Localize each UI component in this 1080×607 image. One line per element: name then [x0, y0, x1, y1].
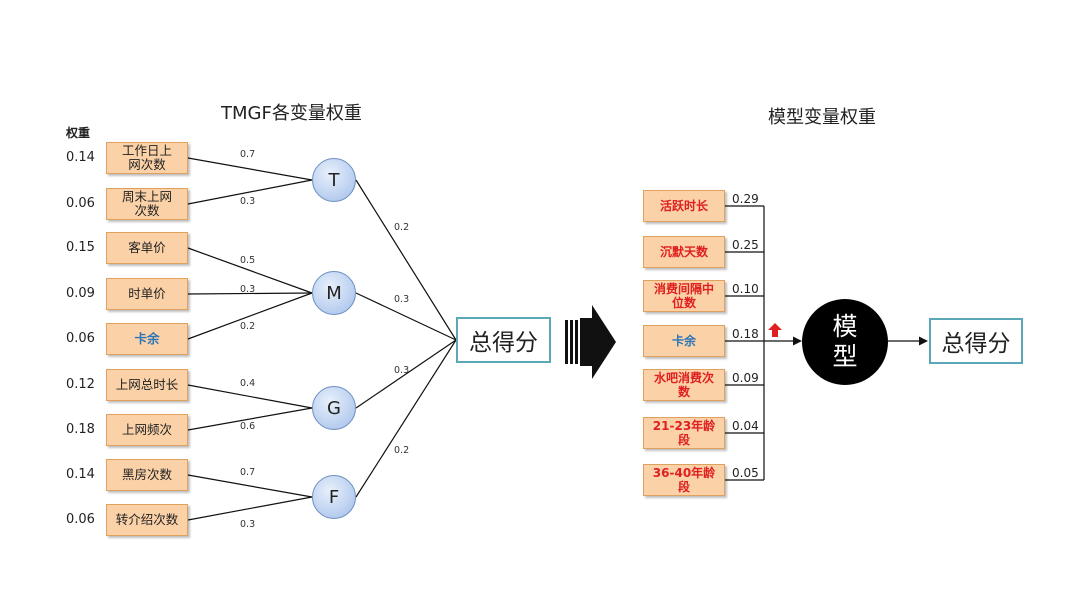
total-score-box: 总得分	[456, 317, 551, 363]
node-g: G	[312, 386, 356, 430]
variable-box: 转介绍次数	[106, 504, 188, 536]
edge-weight: 0.2	[394, 445, 410, 456]
edge-weight: 0.7	[240, 149, 256, 160]
model-weight-value: 0.05	[732, 466, 759, 480]
variable-box: 周末上网次数	[106, 188, 188, 220]
model-variable-label: 活跃时长	[659, 199, 708, 213]
up-arrow-icon	[768, 323, 782, 337]
weight-value: 0.06	[66, 331, 95, 346]
model-variable-box: 36-40年龄段	[643, 464, 725, 496]
model-weight-value: 0.18	[732, 327, 759, 341]
model-weight-value: 0.09	[732, 371, 759, 385]
model-variable-box: 沉默天数	[643, 236, 725, 268]
variable-label: 工作日上网次数	[121, 143, 172, 172]
edge-weight: 0.5	[240, 255, 256, 266]
model-variable-label: 水吧消费次数	[653, 371, 714, 399]
edge-weight: 0.3	[240, 284, 256, 295]
variable-label: 客单价	[128, 240, 166, 255]
model-variable-box: 卡余	[643, 325, 725, 357]
edge-weight: 0.2	[240, 321, 256, 332]
edge-weight: 0.2	[394, 222, 410, 233]
variable-label: 上网总时长	[115, 377, 179, 392]
variable-label: 转介绍次数	[115, 512, 179, 527]
model-variable-label: 沉默天数	[659, 245, 708, 259]
model-label: 模型	[832, 312, 858, 371]
left-title: TMGF各变量权重	[221, 103, 362, 124]
variable-label: 上网频次	[121, 422, 172, 437]
node-m: M	[312, 271, 356, 315]
model-variable-label: 36-40年龄段	[652, 466, 716, 494]
model-weight-value: 0.04	[732, 419, 759, 433]
edge-weight: 0.3	[240, 519, 256, 530]
variable-label: 黑房次数	[121, 467, 172, 482]
weight-value: 0.12	[66, 377, 95, 392]
variable-label: 卡余	[134, 331, 160, 346]
transition-arrow-icon	[565, 305, 616, 379]
edge-weight: 0.6	[240, 421, 256, 432]
model-variable-box: 21-23年龄段	[643, 417, 725, 449]
variable-box: 上网总时长	[106, 369, 188, 401]
model-weight-value: 0.29	[732, 192, 759, 206]
variable-box: 卡余	[106, 323, 188, 355]
edge-weight: 0.3	[394, 294, 410, 305]
model-total-score-box: 总得分	[929, 318, 1023, 364]
model-node: 模型	[802, 299, 888, 385]
model-weight-value: 0.10	[732, 282, 759, 296]
weight-value: 0.15	[66, 240, 95, 255]
node-t: T	[312, 158, 356, 202]
model-variable-box: 活跃时长	[643, 190, 725, 222]
model-variable-box: 水吧消费次数	[643, 369, 725, 401]
weight-value: 0.14	[66, 467, 95, 482]
model-variable-label: 卡余	[671, 334, 696, 348]
model-variable-box: 消费间隔中位数	[643, 280, 725, 312]
model-weight-value: 0.25	[732, 238, 759, 252]
weight-header: 权重	[66, 126, 91, 140]
model-variable-label: 21-23年龄段	[652, 419, 716, 447]
variable-box: 时单价	[106, 278, 188, 310]
variable-box: 工作日上网次数	[106, 142, 188, 174]
model-variable-label: 消费间隔中位数	[653, 282, 714, 310]
weight-value: 0.06	[66, 196, 95, 211]
weight-value: 0.09	[66, 286, 95, 301]
right-title: 模型变量权重	[768, 107, 876, 128]
variable-label: 周末上网次数	[121, 189, 172, 218]
edge-weight: 0.3	[240, 196, 256, 207]
edge-weight: 0.4	[240, 378, 256, 389]
edge-weight: 0.7	[240, 467, 256, 478]
weight-value: 0.14	[66, 150, 95, 165]
variable-label: 时单价	[128, 286, 166, 301]
weight-value: 0.18	[66, 422, 95, 437]
variable-box: 上网频次	[106, 414, 188, 446]
node-f: F	[312, 475, 356, 519]
weight-value: 0.06	[66, 512, 95, 527]
variable-box: 黑房次数	[106, 459, 188, 491]
edge-weight: 0.3	[394, 365, 410, 376]
variable-box: 客单价	[106, 232, 188, 264]
